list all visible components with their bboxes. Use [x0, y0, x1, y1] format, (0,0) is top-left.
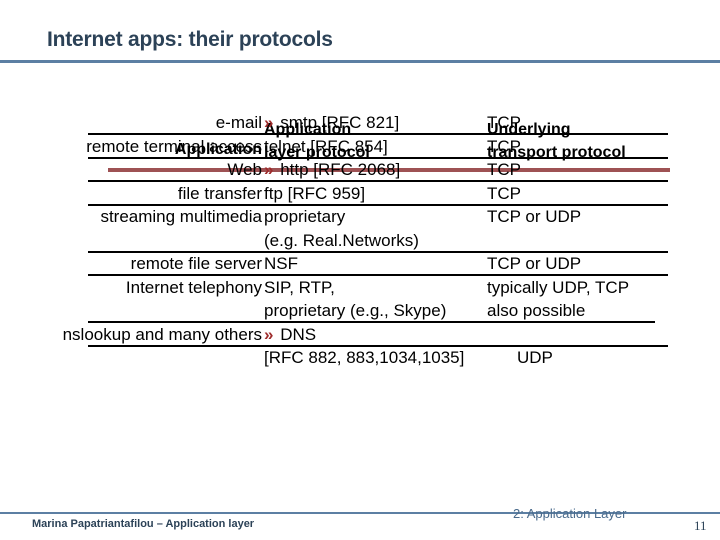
table-cell-app-layer-protocol: telnet [RFC 854]: [264, 136, 388, 156]
table-cell-transport-protocol: TCP: [487, 160, 521, 179]
table-cell-transport-protocol: TCP or UDP: [487, 254, 582, 273]
table-cell-application: remote file server: [130, 254, 262, 273]
table-row-divider: [88, 250, 668, 253]
protocols-table: Application Application layer protocol U…: [0, 112, 720, 367]
table-row-divider: [88, 344, 668, 347]
page-title: Internet apps: their protocols: [47, 28, 333, 51]
table-row-divider: [88, 321, 655, 323]
table-cell-transport-protocol: TCP: [487, 136, 521, 156]
footer-page-number: 11: [694, 518, 707, 533]
table-cell-application: streaming multimedia: [100, 207, 262, 226]
title-divider: [0, 60, 720, 63]
table-cell-application: remote terminal access: [86, 136, 262, 156]
chevron-double-right-icon: »: [264, 113, 274, 132]
table-cell-app-layer-protocol: » http [RFC 2068]: [264, 160, 401, 179]
table-row-divider: [88, 133, 668, 135]
table-cell-app-layer-protocol: SIP, RTP,: [264, 277, 335, 297]
table-row-divider: [88, 156, 668, 159]
table-cell-app-layer-protocol: ftp [RFC 959]: [264, 183, 366, 203]
table-cell-transport-protocol: also possible: [487, 301, 586, 320]
table-row-divider: [88, 203, 668, 206]
table-cell-app-layer-protocol: NSF: [264, 254, 298, 273]
chevron-double-right-icon: »: [264, 160, 274, 179]
table-cell-transport-protocol: TCP: [487, 183, 521, 203]
table-cell-transport-protocol: UDP: [517, 348, 553, 367]
table-cell-application: Web: [227, 160, 262, 179]
chevron-double-right-icon: »: [264, 324, 274, 344]
table-cell-application: nslookup and many others: [62, 324, 262, 344]
header-underline: [108, 168, 670, 172]
footer-chapter-label: 2: Application Layer: [513, 506, 627, 521]
table-cell-app-layer-protocol: » DNS: [264, 324, 317, 344]
table-row-divider: [88, 180, 668, 182]
table-row-divider: [88, 274, 668, 276]
footer-divider: [0, 512, 720, 514]
table-cell-application: file transfer: [177, 183, 262, 203]
table-cell-application: Internet telephony: [125, 277, 262, 297]
table-cell-app-layer-protocol: proprietary (e.g., Skype): [264, 301, 447, 320]
table-cell-app-layer-protocol: (e.g. Real.Networks): [264, 230, 419, 250]
table-cell-transport-protocol: TCP: [487, 113, 521, 132]
table-cell-application: e-mail: [215, 113, 262, 132]
footer-author: Marina Papatriantafilou – Application la…: [32, 518, 255, 530]
table-cell-app-layer-protocol: » smtp [RFC 821]: [264, 113, 400, 132]
table-cell-transport-protocol: TCP or UDP: [487, 207, 582, 226]
table-cell-transport-protocol: typically UDP, TCP: [487, 277, 630, 297]
table-cell-app-layer-protocol: [RFC 882, 883,1034,1035]: [264, 348, 465, 367]
table-cell-app-layer-protocol: proprietary: [264, 207, 346, 226]
column-header-application: Application: [174, 141, 262, 158]
